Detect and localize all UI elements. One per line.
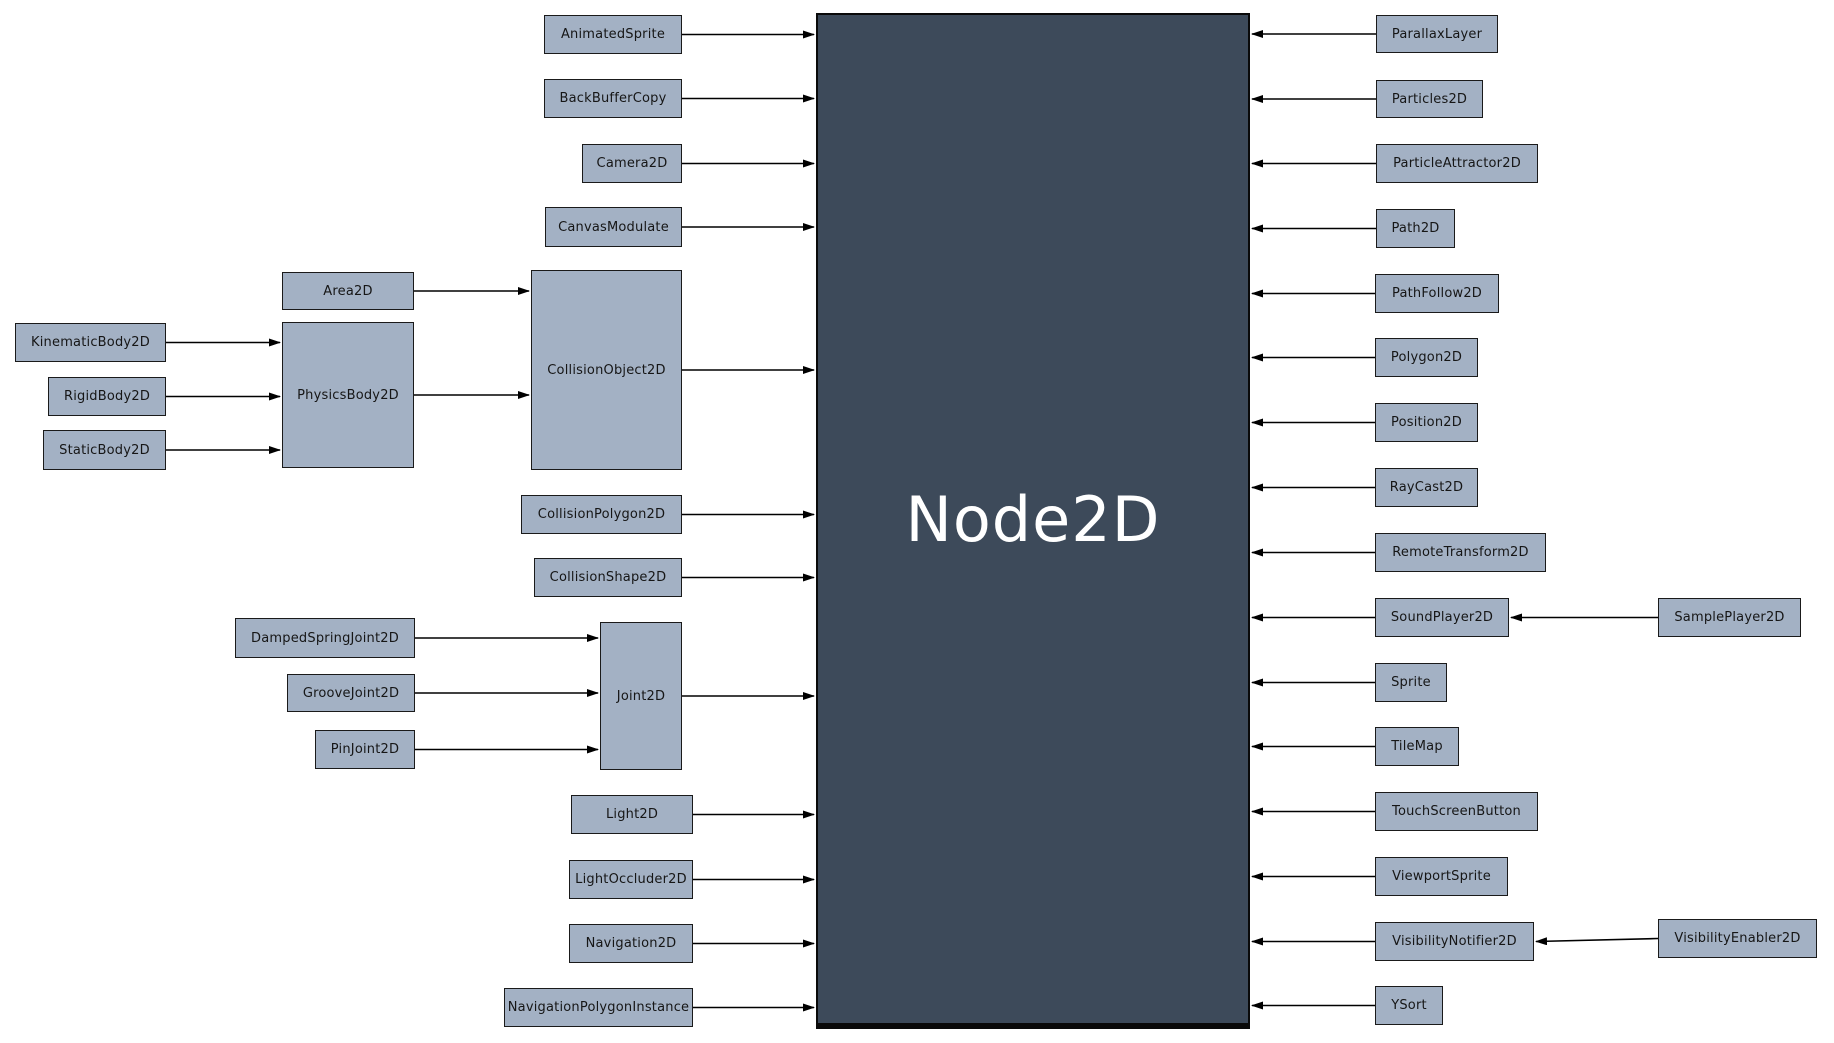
class-node-label: CanvasModulate — [558, 219, 669, 235]
class-node-navigation2d: Navigation2D — [569, 924, 693, 963]
class-node-polygon2d: Polygon2D — [1375, 338, 1478, 377]
class-node-joint2d: Joint2D — [600, 622, 682, 770]
class-node-label: Area2D — [323, 283, 373, 299]
class-node-camera2d: Camera2D — [582, 144, 682, 183]
class-node-pinjoint2d: PinJoint2D — [315, 730, 415, 769]
class-node-label: TouchScreenButton — [1392, 804, 1521, 819]
class-node-label: Node2D — [905, 482, 1161, 556]
class-node-label: ViewportSprite — [1392, 869, 1491, 884]
class-node-label: CollisionShape2D — [549, 570, 667, 585]
class-node-label: VisibilityEnabler2D — [1674, 931, 1801, 946]
class-node-label: CollisionObject2D — [547, 362, 666, 378]
class-node-label: Path2D — [1391, 221, 1440, 236]
class-node-label: SoundPlayer2D — [1390, 610, 1494, 625]
class-node-label: RemoteTransform2D — [1392, 545, 1529, 560]
class-node-visibilitynotifier2d: VisibilityNotifier2D — [1375, 922, 1534, 961]
class-node-label: Camera2D — [596, 156, 668, 171]
class-node-label: RigidBody2D — [63, 389, 151, 404]
class-node-remotetransform2d: RemoteTransform2D — [1375, 533, 1546, 572]
class-node-label: RayCast2D — [1389, 480, 1464, 495]
class-node-staticbody2d: StaticBody2D — [43, 430, 166, 470]
class-node-groovejoint2d: GrooveJoint2D — [287, 674, 415, 712]
class-node-label: TileMap — [1391, 739, 1443, 754]
class-node-physicsbody2d: PhysicsBody2D — [282, 322, 414, 468]
class-node-rigidbody2d: RigidBody2D — [48, 377, 166, 416]
class-node-collisionshape2d: CollisionShape2D — [534, 558, 682, 597]
class-node-label: StaticBody2D — [59, 442, 150, 458]
class-node-raycast2d: RayCast2D — [1375, 468, 1478, 507]
class-node-dampedspringjoint2d: DampedSpringJoint2D — [235, 618, 415, 658]
class-node-parallaxlayer: ParallaxLayer — [1376, 15, 1498, 53]
class-node-label: DampedSpringJoint2D — [251, 630, 399, 646]
class-node-label: KinematicBody2D — [31, 335, 150, 350]
class-node-kinematicbody2d: KinematicBody2D — [15, 323, 166, 362]
class-node-particleattractor2d: ParticleAttractor2D — [1376, 144, 1538, 183]
class-node-label: SamplePlayer2D — [1674, 610, 1785, 625]
class-node-label: Sprite — [1391, 675, 1431, 690]
class-node-collisionobject2d: CollisionObject2D — [531, 270, 682, 470]
class-node-sampleplayer2d: SamplePlayer2D — [1658, 598, 1801, 637]
class-node-label: PhysicsBody2D — [297, 387, 399, 403]
class-node-particles2d: Particles2D — [1376, 80, 1483, 118]
class-node-label: Navigation2D — [585, 936, 677, 951]
class-node-collisionpolygon2d: CollisionPolygon2D — [521, 495, 682, 534]
class-node-label: ParallaxLayer — [1391, 26, 1483, 42]
class-node-label: Light2D — [605, 807, 659, 822]
class-node-viewportsprite: ViewportSprite — [1375, 857, 1508, 896]
class-node-animatedsprite: AnimatedSprite — [544, 15, 682, 54]
class-node-path2d: Path2D — [1376, 209, 1455, 248]
class-node-area2d: Area2D — [282, 272, 414, 310]
class-node-label: Polygon2D — [1390, 350, 1463, 365]
class-node-label: GrooveJoint2D — [302, 685, 400, 701]
class-node-label: NavigationPolygonInstance — [507, 1000, 690, 1015]
class-node-visibilityenabler2d: VisibilityEnabler2D — [1658, 919, 1817, 958]
class-node-label: Joint2D — [616, 688, 666, 704]
inheritance-edge-visibilityenabler2d-to-visibilitynotifier2d — [1535, 937, 1659, 946]
class-node-light2d: Light2D — [571, 795, 693, 834]
class-node-ysort: YSort — [1375, 986, 1443, 1025]
class-node-label: PathFollow2D — [1391, 286, 1483, 301]
class-node-label: VisibilityNotifier2D — [1392, 934, 1517, 949]
class-node-lightoccluder2d: LightOccluder2D — [569, 860, 693, 899]
class-node-canvasmodulate: CanvasModulate — [545, 207, 682, 247]
class-node-label: ParticleAttractor2D — [1393, 156, 1521, 171]
class-node-soundplayer2d: SoundPlayer2D — [1375, 598, 1509, 637]
class-node-label: YSort — [1391, 998, 1427, 1013]
class-node-label: LightOccluder2D — [575, 872, 687, 887]
class-node-label: Position2D — [1391, 415, 1462, 430]
class-node-position2d: Position2D — [1375, 403, 1478, 442]
class-node-tilemap: TileMap — [1375, 727, 1459, 766]
class-node-touchscreenbutton: TouchScreenButton — [1375, 792, 1538, 831]
class-node-label: CollisionPolygon2D — [537, 507, 666, 522]
class-node-navigationpolygoninstance: NavigationPolygonInstance — [504, 988, 693, 1027]
class-node-backbuffercopy: BackBufferCopy — [544, 79, 682, 118]
root-class-node-node2d: Node2D — [816, 13, 1250, 1029]
class-node-label: BackBufferCopy — [559, 91, 667, 106]
class-node-label: AnimatedSprite — [560, 27, 666, 42]
class-node-label: Particles2D — [1391, 91, 1468, 107]
class-node-label: PinJoint2D — [330, 742, 400, 757]
class-node-sprite: Sprite — [1375, 663, 1447, 702]
class-node-pathfollow2d: PathFollow2D — [1375, 274, 1499, 313]
